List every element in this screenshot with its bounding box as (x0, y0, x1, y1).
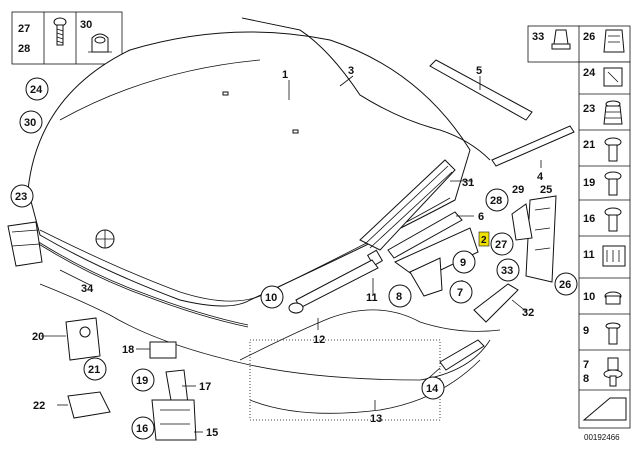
release-cable-12 (239, 309, 501, 361)
clip-nut-icon (603, 29, 625, 53)
seal-part-4 (491, 125, 575, 167)
reference-number: 00192466 (584, 433, 620, 442)
label-9: 9 (460, 257, 466, 269)
bolt-icon (604, 207, 622, 232)
label-6: 6 (478, 211, 484, 223)
water-deflector (359, 159, 456, 251)
bracket-32 (473, 283, 519, 323)
grommet-icon (551, 29, 571, 50)
hood-lock-left (7, 221, 43, 267)
label-27: 27 (495, 239, 507, 251)
label-5: 5 (476, 65, 482, 77)
label-4: 4 (537, 171, 544, 183)
bolt-washer-icon (603, 357, 623, 387)
hood-panel (27, 31, 471, 307)
bolt-icon (605, 322, 621, 345)
clip-18 (149, 341, 177, 359)
label-1: 1 (282, 69, 288, 81)
legend-label-9: 9 (583, 325, 589, 337)
legend-label-16: 16 (583, 213, 595, 225)
bracket-29 (511, 203, 533, 241)
bolt-icon (604, 137, 622, 162)
arrow-icon (582, 397, 627, 421)
legend-label-30: 30 (80, 19, 92, 31)
legend-label-19: 19 (583, 177, 595, 189)
screw-icon (53, 17, 67, 46)
legend-label-21: 21 (583, 139, 595, 151)
legend-label-27: 27 (18, 23, 30, 35)
clip-icon (88, 33, 112, 53)
label-15: 15 (206, 427, 218, 439)
label-17: 17 (199, 381, 211, 393)
label-26: 26 (559, 279, 571, 291)
hood-seal (19, 229, 249, 326)
legend-label-8: 8 (583, 373, 589, 385)
label-21: 21 (88, 364, 100, 376)
release-handle (65, 317, 101, 361)
label-31: 31 (462, 177, 474, 189)
label-12: 12 (313, 334, 325, 346)
callouts: 1 3 5 4 31 6 29 25 11 12 13 32 34 20 18 … (10, 65, 578, 440)
clip-square-icon (603, 67, 623, 87)
cable-frame (249, 339, 441, 421)
label-14: 14 (426, 383, 439, 395)
label-13: 13 (370, 413, 382, 425)
legend-label-26: 26 (583, 31, 595, 43)
bracket-6 (387, 211, 463, 259)
clip-icon (602, 245, 626, 267)
label-8: 8 (396, 291, 402, 303)
hood-seal-inner (19, 231, 249, 328)
legend-box-top-left: 27 28 30 (11, 11, 123, 65)
legend-label-28: 28 (18, 43, 30, 55)
nut-icon (604, 291, 622, 305)
legend-column-right: 33 26 24 23 21 19 16 11 10 9 7 8 (527, 25, 631, 429)
highlight-part-2: 2 (478, 231, 490, 247)
label-34: 34 (81, 283, 94, 295)
legend-label-23: 23 (583, 103, 595, 115)
label-7: 7 (457, 287, 463, 299)
release-cable-lower (249, 359, 481, 414)
legend-label-11: 11 (583, 249, 595, 261)
seal-part-5 (429, 59, 533, 121)
label-23: 23 (15, 191, 27, 203)
cover-22 (67, 391, 111, 419)
buffer-10 (288, 302, 304, 314)
hinge-25 (525, 195, 557, 283)
legend-label-24: 24 (583, 67, 596, 79)
label-33: 33 (501, 265, 513, 277)
legend-label-7: 7 (583, 359, 589, 371)
label-30: 30 (24, 117, 36, 129)
cable-sheath-14 (439, 339, 485, 371)
label-16: 16 (136, 423, 148, 435)
emblem-icon (95, 229, 115, 249)
label-18: 18 (122, 344, 134, 356)
legend-label-33: 33 (532, 31, 544, 43)
label-20: 20 (32, 331, 44, 343)
label-24: 24 (30, 84, 43, 96)
release-cable-13 (39, 283, 491, 381)
label-28: 28 (490, 195, 502, 207)
label-29: 29 (512, 184, 524, 196)
label-11: 11 (366, 292, 378, 304)
label-32: 32 (522, 307, 534, 319)
label-22: 22 (33, 400, 45, 412)
rubber-buffer-icon (603, 100, 623, 125)
label-10: 10 (265, 292, 277, 304)
label-2: 2 (481, 235, 487, 246)
label-19: 19 (136, 375, 148, 387)
label-25: 25 (540, 184, 552, 196)
seal-strip-inner (241, 17, 491, 161)
label-3: 3 (348, 65, 354, 77)
bracket-8 (409, 257, 443, 297)
lock-15 (151, 399, 197, 441)
bolt-icon (604, 171, 622, 196)
legend-label-10: 10 (583, 291, 595, 303)
